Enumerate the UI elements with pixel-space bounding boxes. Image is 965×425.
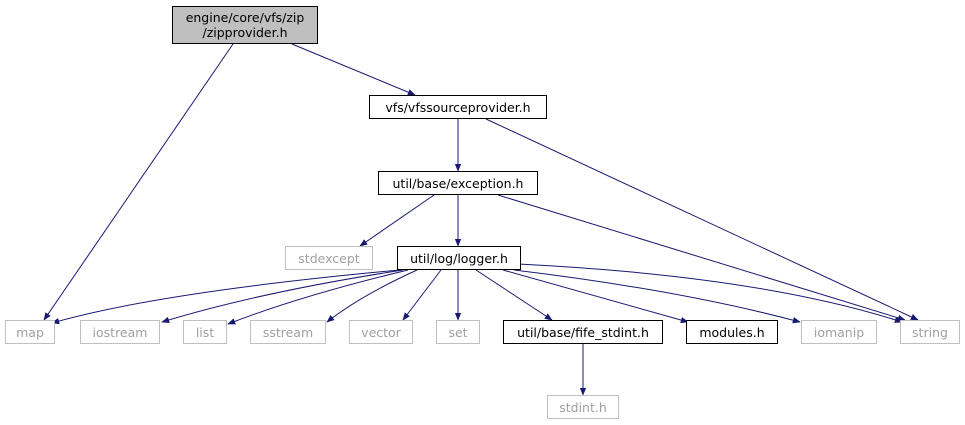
node-label: modules.h: [699, 324, 765, 340]
node-list: list: [183, 320, 227, 344]
node-label: util/base/exception.h: [392, 175, 524, 191]
edge-logger-to-sstream: [326, 269, 418, 323]
node-fife_stdint[interactable]: util/base/fife_stdint.h: [503, 320, 663, 344]
node-label: iomanip: [813, 324, 865, 340]
node-label: list: [195, 324, 215, 340]
node-logger[interactable]: util/log/logger.h: [397, 246, 521, 270]
node-stdint: stdint.h: [547, 395, 619, 419]
edge-logger-to-iostream: [161, 269, 404, 323]
edge-zipprovider-to-map: [43, 43, 234, 321]
edge-logger-to-map: [51, 269, 401, 325]
node-iomanip: iomanip: [801, 320, 877, 344]
node-label: util/base/fife_stdint.h: [517, 324, 649, 340]
node-iostream: iostream: [80, 320, 160, 344]
node-label: set: [448, 324, 468, 340]
edge-logger-to-list: [227, 269, 409, 325]
edge-exception-to-string: [497, 194, 906, 321]
node-vfssourceprovider[interactable]: vfs/vfssourceprovider.h: [369, 95, 547, 119]
edge-logger-to-string: [517, 263, 903, 323]
node-exception[interactable]: util/base/exception.h: [378, 171, 538, 195]
node-label: sstream: [262, 324, 314, 340]
node-label: iostream: [92, 324, 148, 340]
edge-vfssourceprovider-to-string: [485, 118, 919, 321]
node-vector: vector: [349, 320, 413, 344]
edge-exception-to-stdexcept: [359, 194, 435, 247]
node-label: engine/core/vfs/zip: [185, 10, 305, 25]
edge-zipprovider-to-vfssourceprovider: [291, 43, 416, 96]
node-map: map: [5, 320, 55, 344]
node-label: stdint.h: [559, 399, 607, 415]
node-sstream: sstream: [250, 320, 326, 344]
node-label: vfs/vfssourceprovider.h: [385, 99, 531, 115]
node-zipprovider[interactable]: engine/core/vfs/zip/zipprovider.h: [172, 6, 318, 44]
node-label: string: [912, 324, 948, 340]
node-string: string: [900, 320, 960, 344]
node-set: set: [436, 320, 480, 344]
node-modules[interactable]: modules.h: [686, 320, 778, 344]
edge-logger-to-iomanip: [513, 269, 801, 324]
edge-logger-to-vector: [402, 269, 442, 321]
edge-logger-to-modules: [502, 269, 689, 324]
edge-logger-to-fife_stdint: [475, 269, 553, 321]
node-stdexcept: stdexcept: [285, 246, 373, 270]
node-label: vector: [361, 324, 401, 340]
node-label: util/log/logger.h: [410, 250, 508, 266]
node-label: map: [16, 324, 44, 340]
node-label: /zipprovider.h: [202, 25, 288, 40]
node-label: stdexcept: [298, 250, 360, 266]
